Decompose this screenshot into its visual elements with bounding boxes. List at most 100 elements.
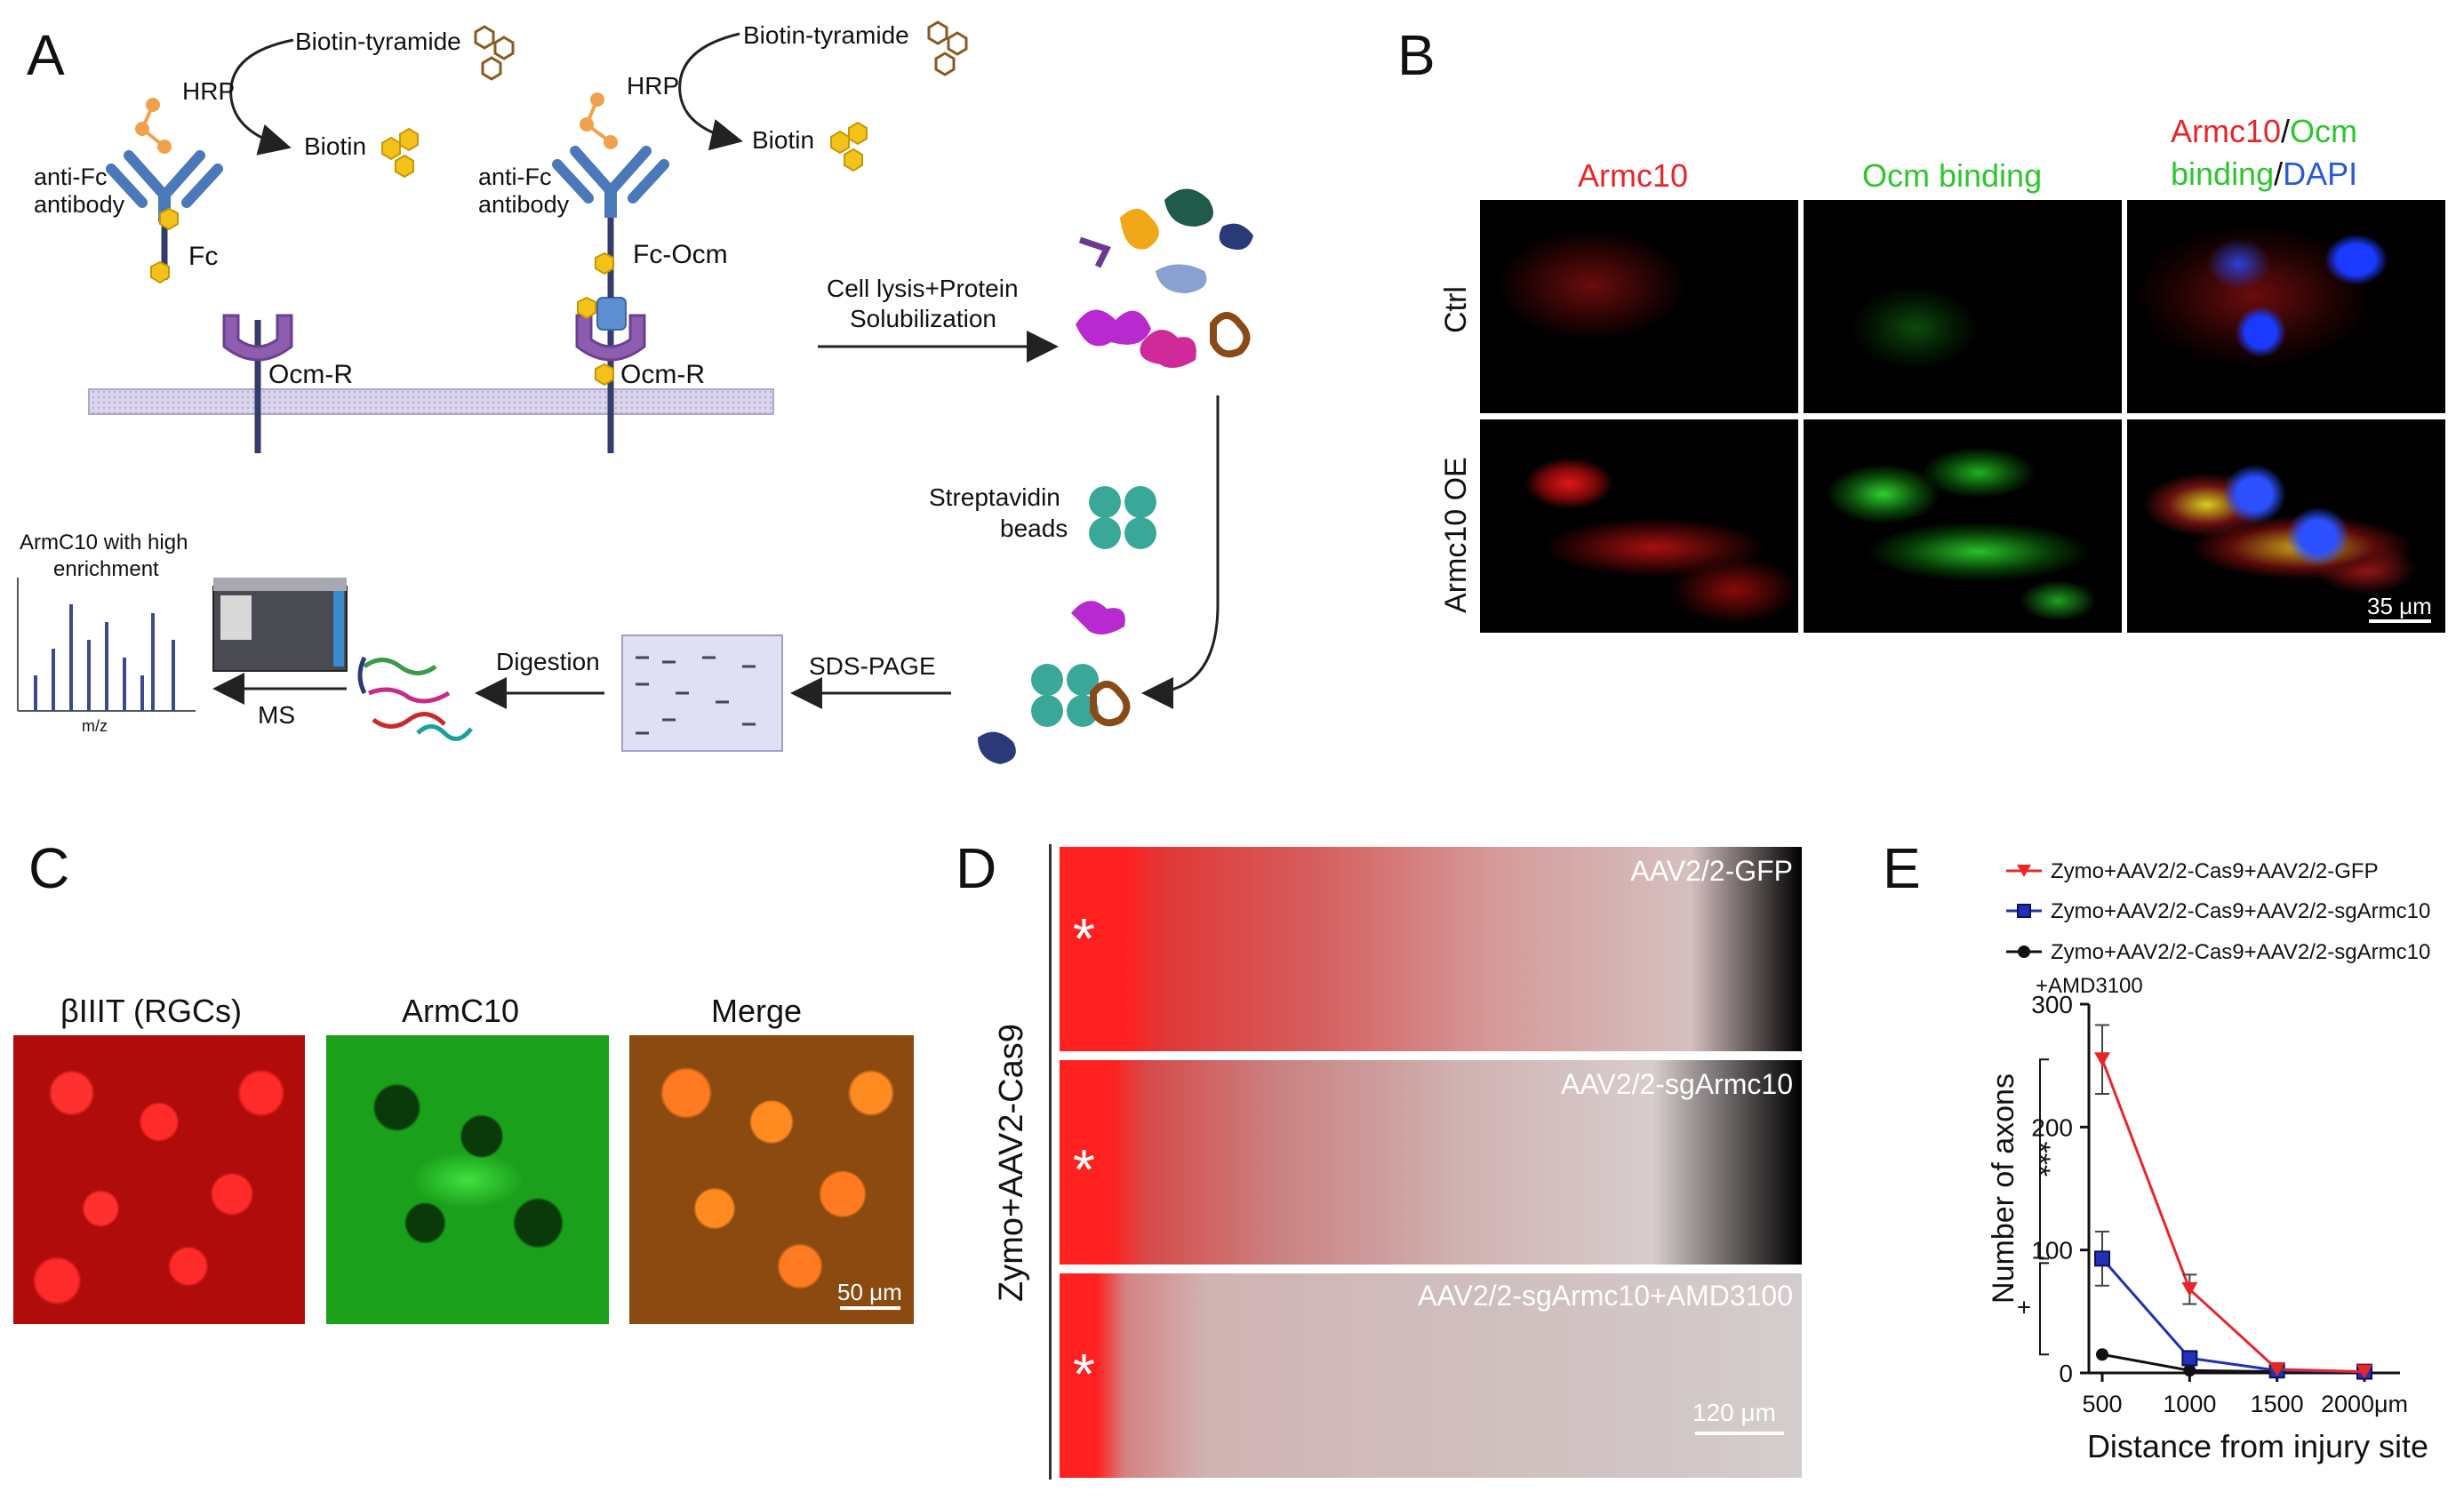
row-label-ctrl: Ctrl (1439, 286, 1473, 333)
data-point-gfp (2094, 1052, 2110, 1067)
enrichment-label: enrichment (53, 557, 159, 581)
nerve-image-sgarmc10: * AAV2/2-sgArmc10 (1060, 1060, 1802, 1265)
micrograph-oe-merge (2127, 419, 2445, 633)
row-label-armc10-oe: Armc10 OE (1439, 457, 1473, 613)
y-tick-label: 100 (2031, 1237, 2073, 1265)
data-point-gfp (2356, 1364, 2372, 1379)
anti-fc-label: anti-Fc (34, 164, 108, 190)
fc-ocm-label: Fc-Ocm (633, 240, 728, 269)
streptavidin-beads (1031, 486, 1156, 727)
hrp-label: HRP (182, 77, 236, 105)
digestion-label: Digestion (496, 648, 600, 675)
y-tick-label: 0 (2059, 1360, 2073, 1387)
legend-label-gfp: Zymo+AAV2/2-Cas9+AAV2/2-GFP (2051, 859, 2379, 883)
x-tick-label: 1000 (2163, 1391, 2216, 1417)
micrograph-biiit (13, 1035, 305, 1324)
hrp-label-2: HRP (627, 72, 680, 100)
antibody-right (552, 92, 669, 387)
ocm-receptor-left (222, 314, 293, 453)
ocm-receptor-right (575, 297, 646, 453)
biotin-label: Biotin (304, 132, 367, 160)
panel-b-letter: B (1397, 23, 1436, 87)
significance-bracket-2 (2039, 1262, 2049, 1356)
data-point-amd3100 (2183, 1364, 2196, 1377)
scale-bar-label-b: 35 μm (2367, 593, 2432, 619)
injury-site-star-2: * (1073, 1137, 1095, 1201)
series-line-0 (2100, 1058, 2365, 1374)
significance-bracket-1 (2039, 1058, 2049, 1260)
row-label-sgarmc10: AAV2/2-sgArmc10 (1561, 1068, 1793, 1100)
column-label-merge-line2: binding/DAPI (2171, 156, 2358, 192)
data-point-amd3100 (2096, 1348, 2108, 1361)
scale-bar-d (1695, 1432, 1784, 1435)
antibody-left (106, 98, 223, 284)
mz-axis-label: m/z (82, 717, 108, 735)
panel-a-letter: A (27, 23, 65, 87)
data-point-gfp (2268, 1361, 2285, 1376)
injury-site-star-3: * (1073, 1342, 1095, 1406)
armc10-enrichment-label: ArmC10 with high (20, 531, 188, 555)
biotin-tyramide-label-2: Biotin-tyramide (743, 21, 909, 49)
biotin-tyramide-label: Biotin-tyramide (295, 28, 461, 55)
micrograph-merge (629, 1035, 914, 1324)
legend-marker-sgarmc10 (2017, 904, 2031, 918)
column-label-armc10: ArmC10 (402, 993, 520, 1029)
row-label-gfp: AAV2/2-GFP (1630, 855, 1793, 887)
antibody-label: antibody (34, 191, 125, 218)
column-label-biiit: βIIIT (RGCs) (60, 993, 243, 1029)
column-label-ocm-binding: Ocm binding (1862, 157, 2043, 194)
significance-label-1: *** (2022, 1141, 2056, 1177)
legend-marker-amd3100 (2018, 945, 2030, 958)
nerve-image-amd3100: * AAV2/2-sgArmc10+AMD3100 120 μm (1060, 1273, 1802, 1478)
sds-page-gel (621, 634, 783, 752)
y-tick-label: 200 (2031, 1113, 2073, 1141)
x-tick-label: 500 (2082, 1391, 2122, 1417)
micrograph-ctrl-armc10 (1480, 200, 1798, 413)
scale-bar-b (2369, 619, 2431, 623)
panel-e-letter: E (1883, 836, 1921, 900)
column-label-merge-line1: Armc10/Ocm (2171, 113, 2358, 149)
data-point-gfp (2181, 1281, 2198, 1297)
streptavidin-label: Streptavidin (929, 483, 1060, 511)
y-axis-label: Number of axons (1987, 1073, 2020, 1304)
column-label-armc10: Armc10 (1578, 157, 1689, 194)
scale-bar-label-d: 120 μm (1692, 1399, 1776, 1426)
ocm-r-label: Ocm-R (268, 360, 353, 389)
beads-label: beads (1000, 515, 1068, 542)
legend-marker-gfp (2017, 865, 2031, 877)
lysis-label: Cell lysis+Protein (827, 275, 1019, 302)
legend-label-amd3100-line2: +AMD3100 (2036, 974, 2143, 998)
micrograph-ctrl-ocm (1804, 200, 2122, 413)
scale-bar-c (840, 1306, 900, 1310)
micrograph-oe-ocm (1804, 419, 2122, 633)
ms-spectrum (17, 578, 196, 712)
bracket-line-d (1049, 844, 1052, 1480)
data-point-sgarmc10 (2181, 1350, 2198, 1367)
x-tick-label: 2000μm (2321, 1391, 2408, 1417)
chart-legend: Zymo+AAV2/2-Cas9+AAV2/2-GFP Zymo+AAV2/2-… (2004, 858, 2449, 1000)
ocm-r-label-2: Ocm-R (620, 360, 705, 389)
solubilization-label: Solubilization (850, 305, 996, 332)
micrograph-ctrl-merge (2127, 200, 2445, 413)
legend-label-sgarmc10: Zymo+AAV2/2-Cas9+AAV2/2-sgArmc10 (2051, 899, 2431, 923)
x-axis-label: Distance from injury site (2087, 1428, 2428, 1464)
fc-label: Fc (188, 242, 219, 271)
peptides (357, 656, 473, 741)
legend-label-amd3100: Zymo+AAV2/2-Cas9+AAV2/2-sgArmc10 (2051, 940, 2431, 964)
significance-label-2: + (2017, 1293, 2031, 1320)
antibody-label-2: antibody (478, 191, 570, 218)
mass-spectrometer-icon (212, 578, 348, 672)
column-label-merge: Merge (711, 993, 803, 1029)
x-tick-label: 1500 (2251, 1391, 2304, 1417)
side-label-zymo-cas9: Zymo+AAV2-Cas9 (993, 1024, 1030, 1302)
biotin-label-2: Biotin (752, 126, 815, 154)
row-label-amd3100: AAV2/2-sgArmc10+AMD3100 (1418, 1280, 1793, 1312)
sds-page-label: SDS-PAGE (809, 652, 936, 680)
panel-d-letter: D (956, 836, 997, 900)
nerve-image-gfp: * AAV2/2-GFP (1060, 847, 1802, 1051)
panel-c-letter: C (28, 836, 70, 900)
ms-label: MS (258, 701, 295, 729)
cell-membrane (88, 388, 774, 415)
scale-bar-label-c: 50 μm (837, 1279, 902, 1305)
